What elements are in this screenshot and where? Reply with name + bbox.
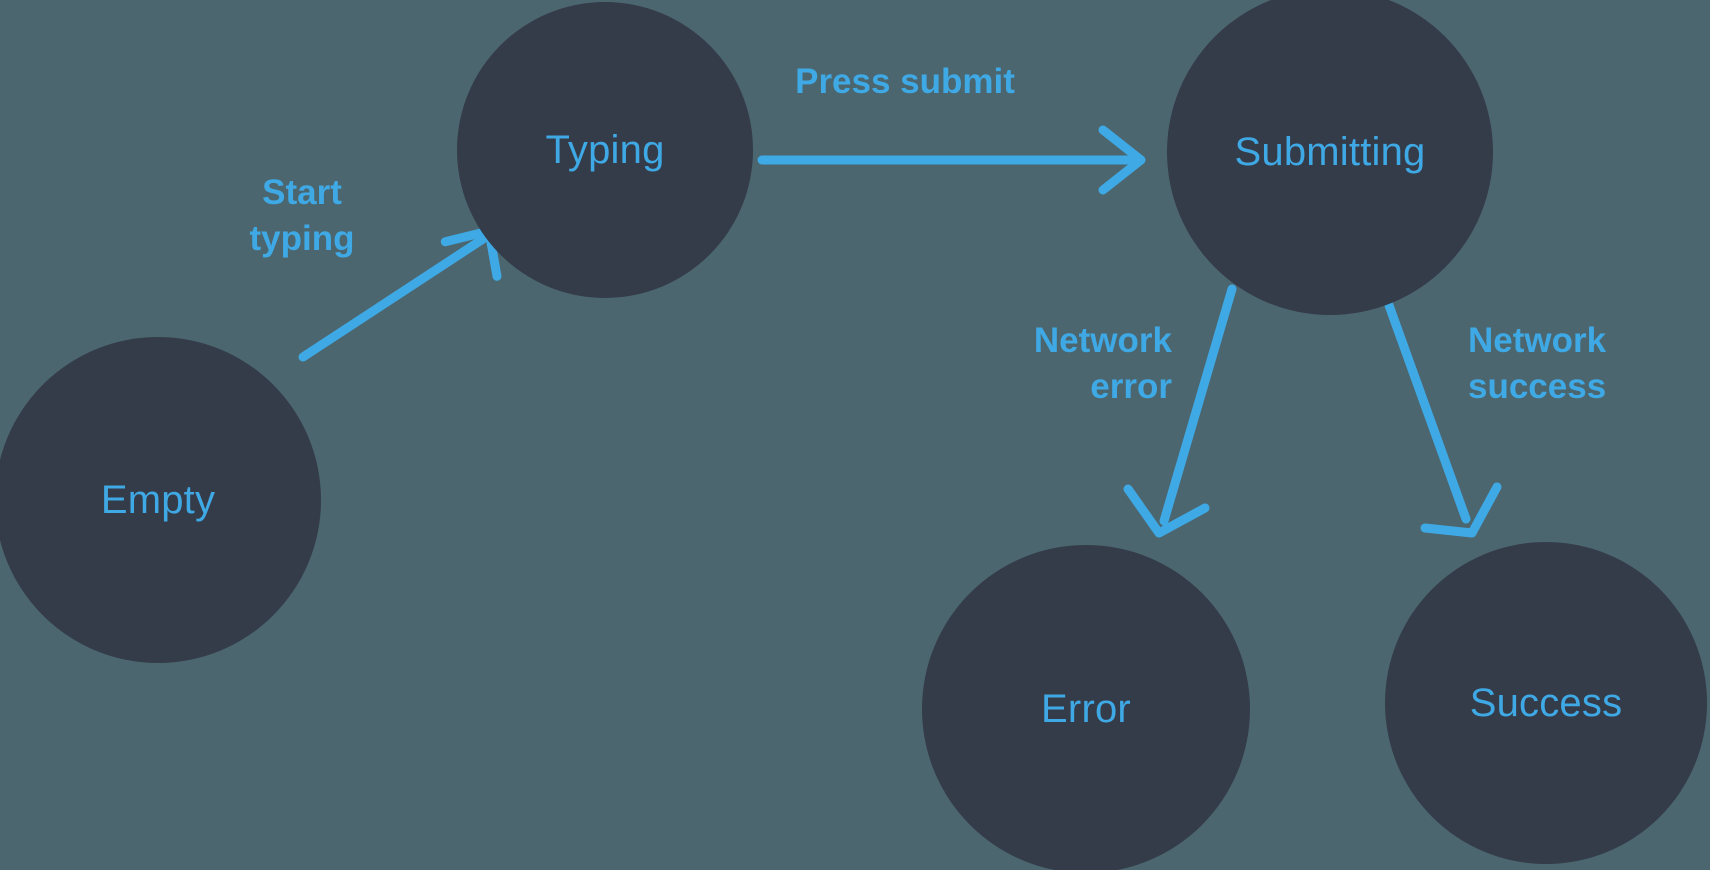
transition-arrow-network-success <box>1381 292 1502 538</box>
state-label-empty: Empty <box>100 477 216 522</box>
transition-label-network-success: Network success <box>1468 321 1607 407</box>
state-node-submitting[interactable]: Submitting <box>1167 0 1493 315</box>
transition-label-start-typing: Start typing <box>249 173 355 259</box>
state-node-typing[interactable]: Typing <box>457 2 753 298</box>
arrow-shaft <box>1381 292 1471 524</box>
state-label-error: Error <box>1041 686 1131 731</box>
state-node-empty[interactable]: Empty <box>0 337 321 663</box>
transition-label-network-error: Network error <box>1033 321 1172 407</box>
state-label-success: Success <box>1469 680 1623 725</box>
arrow-head <box>1098 125 1146 195</box>
arrow-head <box>1123 484 1210 538</box>
state-node-success[interactable]: Success <box>1385 542 1707 864</box>
arrow-head <box>1420 482 1502 538</box>
arrow-shaft <box>1159 284 1237 526</box>
state-label-submitting: Submitting <box>1234 129 1426 174</box>
state-node-error[interactable]: Error <box>922 545 1250 870</box>
transition-arrow-press-submit <box>757 125 1146 195</box>
arrow-shaft <box>298 234 488 362</box>
state-label-typing: Typing <box>545 127 665 172</box>
transition-arrow-network-error <box>1123 284 1237 538</box>
transition-label-press-submit: Press submit <box>795 62 1015 101</box>
